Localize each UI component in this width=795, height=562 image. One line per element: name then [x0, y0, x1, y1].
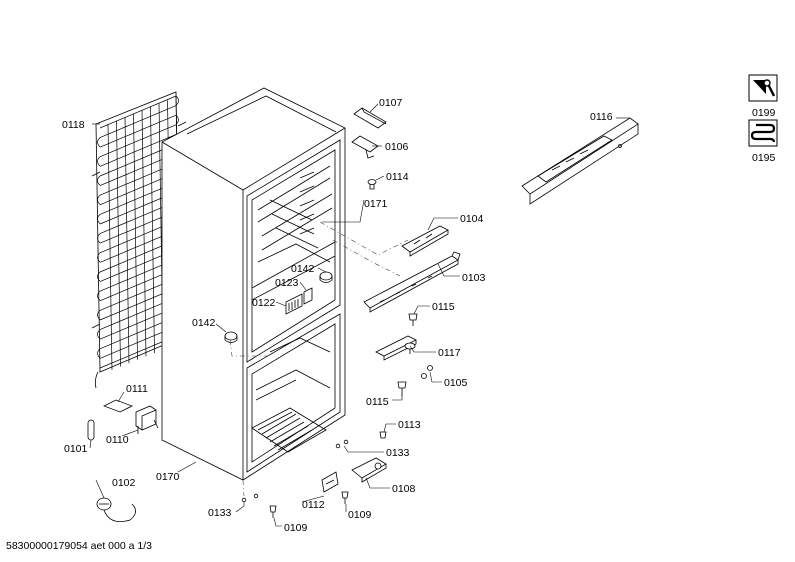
- label-0101: 0101: [64, 443, 88, 455]
- label-0116: 0116: [590, 111, 613, 123]
- screw-0109-left: [269, 505, 277, 518]
- relay-0110: [135, 405, 159, 434]
- label-0142-upper: 0142: [291, 263, 315, 275]
- control-housing-0104: [401, 225, 449, 257]
- hinge-0106: [351, 135, 379, 159]
- hinge-bracket-0117: [375, 335, 417, 361]
- coil-wire: [133, 113, 138, 360]
- label-0123: 0123: [275, 277, 299, 289]
- screw-0115-lower: [397, 381, 407, 396]
- hinge-cover-0107: [353, 107, 387, 129]
- coil-icon: [750, 123, 776, 143]
- label-0109-left: 0109: [284, 522, 308, 534]
- screw-0115-upper: [408, 313, 418, 326]
- document-footer: 58300000179054 aet 000 a 1/3: [6, 540, 152, 552]
- wrench-icon: [753, 79, 776, 97]
- label-0112: 0112: [302, 499, 325, 511]
- bottom-hinge-0108: [351, 457, 387, 483]
- label-0115-lower: 0115: [366, 396, 389, 408]
- label-0115-upper: 0115: [432, 301, 455, 313]
- pins-0133-upper: [335, 439, 349, 449]
- door-rail-0103: [363, 251, 461, 313]
- label-0142-lower: 0142: [192, 317, 216, 329]
- label-0107: 0107: [379, 97, 403, 109]
- label-0113: 0113: [398, 419, 421, 431]
- legend-service: 0199: [748, 74, 778, 119]
- leader-lines: [89, 103, 630, 527]
- screw-0109-right: [341, 491, 349, 504]
- coil-wire: [124, 117, 130, 364]
- label-0111: 0111: [126, 383, 148, 395]
- washers-0105: [421, 365, 433, 379]
- label-0114: 0114: [386, 171, 409, 183]
- label-0109-right: 0109: [348, 509, 372, 521]
- gasket-0101: [87, 419, 95, 441]
- coil-wire: [150, 106, 155, 354]
- bumper-0142-lower: [224, 331, 238, 343]
- pins-0133-lower: [241, 493, 259, 503]
- grille-0122: [285, 293, 303, 315]
- assembly-lines: [229, 221, 409, 497]
- cover-0111: [103, 399, 133, 413]
- legend-evaporator: 0195: [748, 119, 778, 164]
- label-0118: 0118: [62, 119, 85, 131]
- label-0102: 0102: [112, 477, 136, 489]
- plug-0114: [367, 179, 377, 190]
- part-labels: 0118 0107 0106 0114 0171 0104 0103 0115 …: [62, 97, 613, 534]
- control-panel-0116: [521, 117, 639, 205]
- label-0122: 0122: [252, 297, 276, 309]
- coil-wire: [107, 123, 113, 371]
- label-0106: 0106: [385, 141, 409, 153]
- label-0104: 0104: [460, 213, 484, 225]
- hinge-plate-0112: [321, 471, 339, 493]
- cabinet: [161, 87, 346, 481]
- legend-label-0199: 0199: [752, 107, 776, 119]
- label-0171: 0171: [364, 198, 388, 210]
- label-0105: 0105: [444, 377, 468, 389]
- coil-wire: [116, 120, 121, 367]
- module-0123: [303, 287, 313, 305]
- label-0133-lower: 0133: [208, 507, 232, 519]
- power-cable-0102: [96, 497, 136, 523]
- legend-label-0195: 0195: [752, 152, 776, 164]
- coil-wire: [141, 110, 147, 357]
- label-0110: 0110: [106, 434, 129, 446]
- label-0117: 0117: [438, 347, 461, 359]
- label-0170: 0170: [156, 471, 180, 483]
- label-0133-upper: 0133: [386, 447, 410, 459]
- screw-0113: [379, 431, 387, 439]
- label-0103: 0103: [462, 272, 486, 284]
- label-0108: 0108: [392, 483, 416, 495]
